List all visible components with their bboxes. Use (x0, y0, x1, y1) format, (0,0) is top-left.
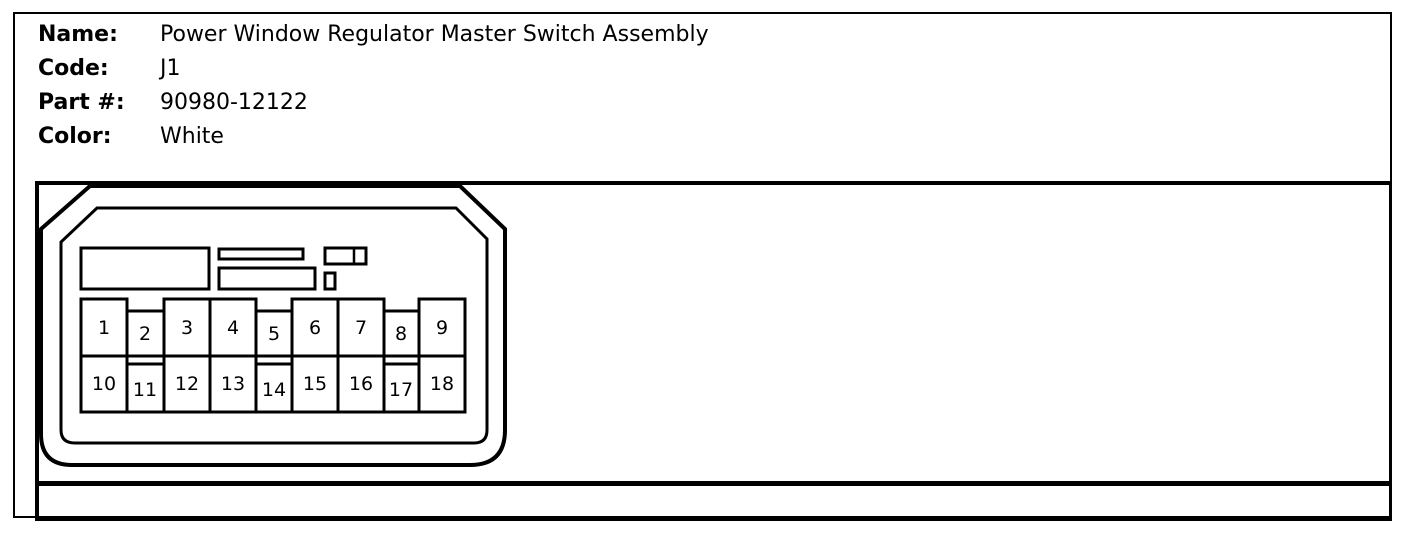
pin-label: 12 (175, 373, 199, 395)
pin-label: 15 (303, 373, 327, 395)
pin-cavity-8-17 (382, 309, 421, 414)
pin-label: 4 (227, 317, 239, 339)
connector-key-tab-inner (323, 246, 356, 266)
pin-label: 6 (309, 317, 321, 339)
connector-housing-outer (39, 184, 507, 467)
part-number-label: Part #: (38, 90, 125, 115)
pin-label: 9 (436, 317, 448, 339)
pin-label: 18 (430, 373, 454, 395)
pin-cavity-2-11 (125, 309, 166, 414)
bottom-strip (35, 482, 1392, 521)
connector-key-tab (323, 246, 368, 266)
name-value: Power Window Regulator Master Switch Ass… (160, 22, 709, 47)
code-value: J1 (160, 56, 181, 81)
pin-label: 1 (98, 317, 110, 339)
part-number-value: 90980-12122 (160, 90, 308, 115)
pin-label: 13 (221, 373, 245, 395)
connector-key-bar-lower (217, 266, 317, 291)
pin-label: 5 (268, 323, 280, 345)
color-value: White (160, 124, 224, 149)
connector-key-bar-upper (217, 247, 305, 261)
connector-housing-inner (59, 206, 489, 445)
color-label: Color: (38, 124, 112, 149)
pin-label: 3 (181, 317, 193, 339)
pin-label: 7 (355, 317, 367, 339)
pin-label: 16 (349, 373, 373, 395)
pin-label: 10 (92, 373, 116, 395)
pin-label: 11 (133, 379, 157, 401)
code-label: Code: (38, 56, 109, 81)
pin-label: 14 (262, 379, 286, 401)
pin-label: 2 (139, 323, 151, 345)
connector-key-notch (323, 271, 337, 291)
connector-latch-slot (79, 246, 211, 291)
pin-label: 17 (389, 379, 413, 401)
name-label: Name: (38, 22, 118, 47)
pin-cavity-5-14 (254, 309, 294, 414)
pin-label: 8 (395, 323, 407, 345)
